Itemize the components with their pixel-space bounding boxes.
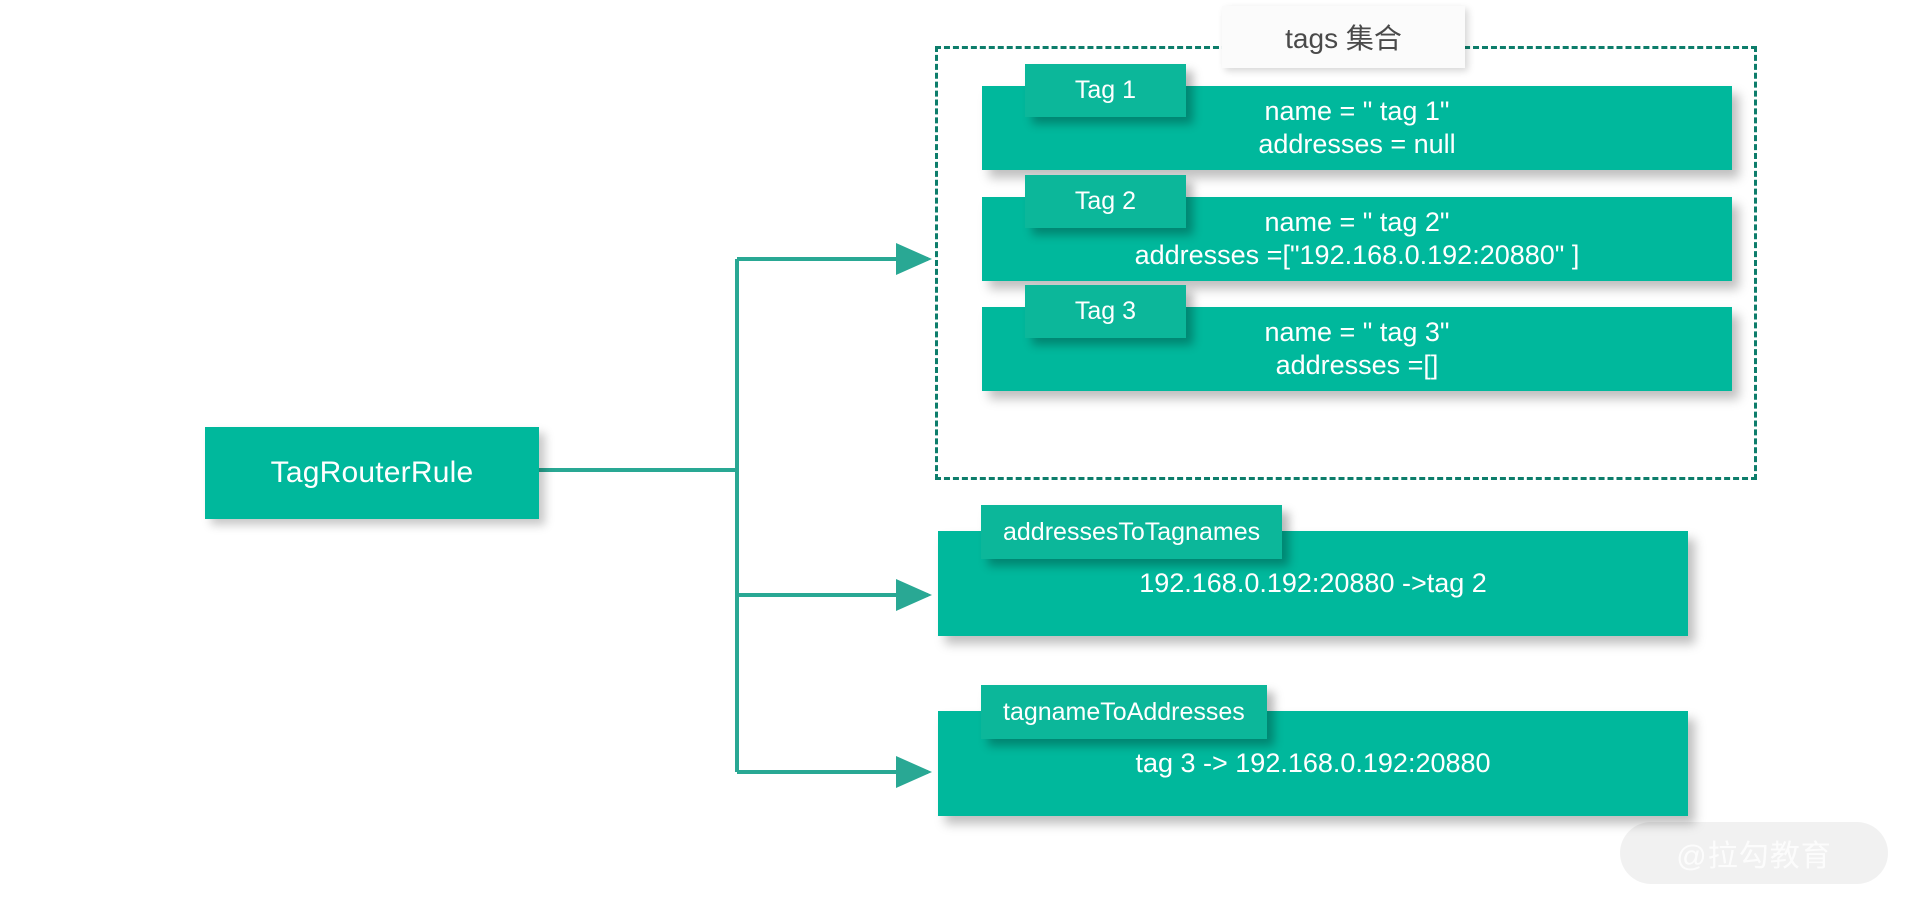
map-tagname-to-addresses-badge: tagnameToAddresses [981, 685, 1267, 739]
watermark-label: @拉勾教育 [1676, 840, 1832, 873]
map-addresses-to-tagnames-badge-label: addressesToTagnames [1003, 517, 1261, 546]
tag-item-1-name: name = " tag 1" [1264, 96, 1450, 127]
map-tagname-to-addresses-entry: tag 3 -> 192.168.0.192:20880 [1135, 748, 1491, 778]
watermark: @拉勾教育 [1620, 822, 1888, 884]
map-addresses-to-tagnames-entry: 192.168.0.192:20880 ->tag 2 [1139, 568, 1487, 598]
map-addresses-to-tagnames-badge: addressesToTagnames [981, 505, 1283, 559]
tag-item-3-badge-label: Tag 3 [1074, 297, 1137, 325]
tag-item-3-name: name = " tag 3" [1264, 317, 1450, 348]
tag-item-2-addresses: addresses =["192.168.0.192:20880" ] [1134, 240, 1580, 270]
tag-item-1-badge: Tag 1 [1025, 64, 1186, 117]
node-tagrouterrule[interactable]: TagRouterRule [205, 427, 539, 519]
node-tagrouterrule-label: TagRouterRule [270, 456, 474, 489]
tag-item-2-badge-label: Tag 2 [1074, 187, 1137, 215]
tag-item-1-badge-label: Tag 1 [1074, 76, 1137, 104]
tag-item-2-badge: Tag 2 [1025, 175, 1186, 228]
tags-collection-title: tags 集合 [1222, 6, 1465, 68]
tag-item-1-addresses: addresses = null [1258, 129, 1456, 159]
tag-item-2-name: name = " tag 2" [1264, 207, 1450, 238]
map-tagname-to-addresses-badge-label: tagnameToAddresses [1003, 697, 1245, 726]
tags-collection-title-label: tags 集合 [1285, 23, 1402, 54]
tag-item-3-badge: Tag 3 [1025, 285, 1186, 338]
tag-item-3-addresses: addresses =[] [1275, 350, 1439, 380]
